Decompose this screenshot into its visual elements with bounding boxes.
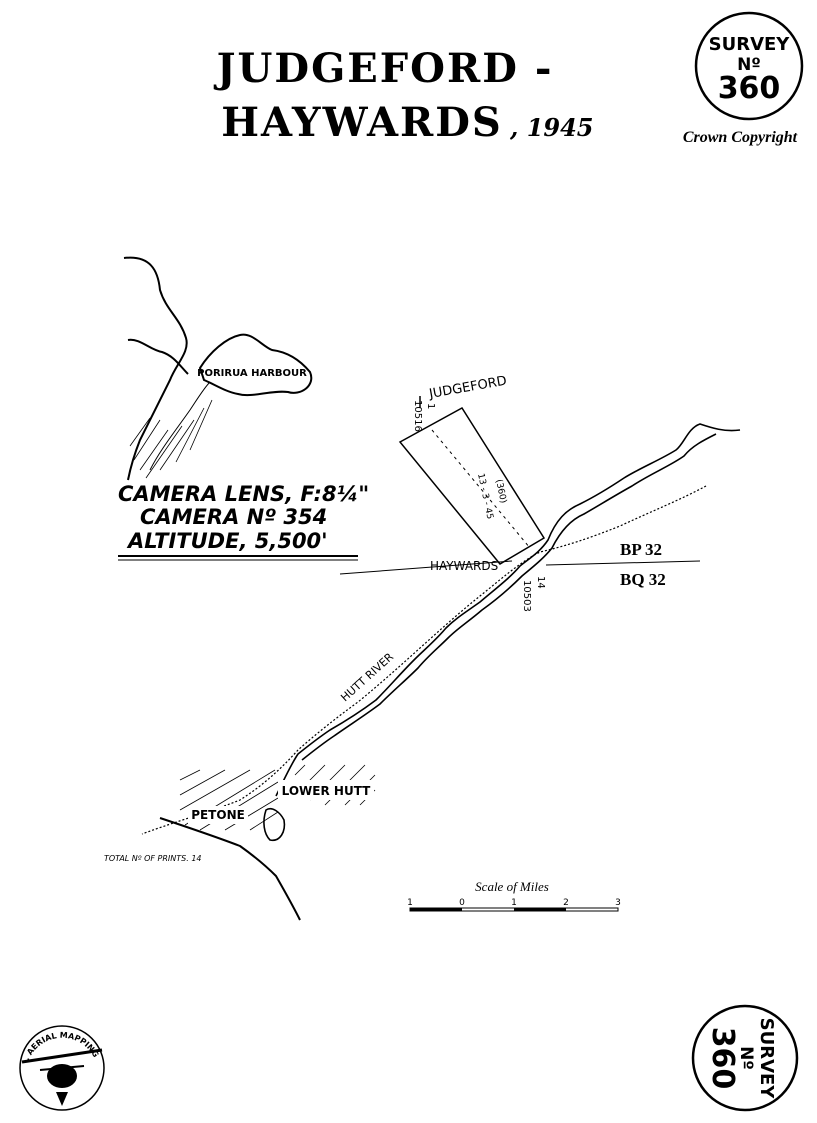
scale-tick-3: 2 xyxy=(563,898,569,908)
camera-altitude: ALTITUDE, 5,500' xyxy=(126,529,328,553)
hutt-river xyxy=(275,423,741,797)
label-petone: PETONE xyxy=(191,808,245,822)
print-end-a: 14 xyxy=(535,576,546,589)
scale-label: Scale of Miles xyxy=(475,879,549,894)
run-top: 1 xyxy=(425,403,436,409)
label-haywards: HAYWARDS xyxy=(430,559,498,573)
porirua-inset xyxy=(123,256,313,481)
flight-date: 13 - 3 - 45 xyxy=(475,473,494,521)
flight-survey-ref: (360) xyxy=(493,479,508,505)
survey-badge-bottom-label: SURVEY xyxy=(756,1018,777,1100)
flight-strip xyxy=(398,396,546,565)
total-prints: TOTAL Nº OF PRINTS. 14 xyxy=(104,854,202,863)
camera-info: CAMERA LENS, F:8¼" CAMERA Nº 354 ALTITUD… xyxy=(118,482,369,561)
aerial-mapping-plane-logo: N.Z. AERIAL MAPPING LTD xyxy=(0,0,105,1111)
survey-badge-number: 360 xyxy=(718,71,781,106)
survey-badge-no: Nº xyxy=(737,55,761,75)
camera-lens: CAMERA LENS, F:8¼" xyxy=(118,482,369,506)
hutt-valley-settlement xyxy=(159,764,376,921)
map-title: JUDGEFORD - HAYWARDS , 1945 xyxy=(214,45,594,146)
scale-tick-0: 1 xyxy=(407,898,413,908)
railway-line xyxy=(141,485,707,835)
survey-badge-label: SURVEY xyxy=(709,34,791,55)
label-lower-hutt: LOWER HUTT xyxy=(282,784,372,798)
title-year: , 1945 xyxy=(509,113,594,142)
title-line-2: HAYWARDS xyxy=(221,99,503,146)
print-end-b: 10503 xyxy=(521,580,532,612)
scale-tick-4: 3 xyxy=(615,898,621,908)
scale-tick-1: 0 xyxy=(459,898,465,908)
scale-tick-2: 1 xyxy=(511,898,517,908)
crown-copyright: Crown Copyright xyxy=(683,129,798,146)
grid-bq: BQ 32 xyxy=(620,570,666,589)
label-porirua-harbour: PORIRUA HARBOUR xyxy=(197,368,307,379)
survey-badge-bottom: SURVEY Nº 360 xyxy=(691,1004,799,1112)
survey-badge-top: SURVEY Nº 360 xyxy=(694,11,804,121)
survey-badge-bottom-number: 360 xyxy=(705,1027,740,1090)
print-top: 10516 xyxy=(412,400,423,432)
grid-line xyxy=(339,560,701,575)
scale-bar: Scale of Miles 1 0 1 2 3 xyxy=(407,879,621,912)
camera-number: CAMERA Nº 354 xyxy=(140,505,327,529)
title-line-1: JUDGEFORD - xyxy=(214,45,554,92)
label-judgeford: JUDGEFORD xyxy=(427,374,508,403)
grid-bp: BP 32 xyxy=(620,540,662,559)
logo-text: N.Z. AERIAL MAPPING LTD xyxy=(0,0,102,1062)
survey-badge-bottom-no: Nº xyxy=(736,1046,756,1070)
